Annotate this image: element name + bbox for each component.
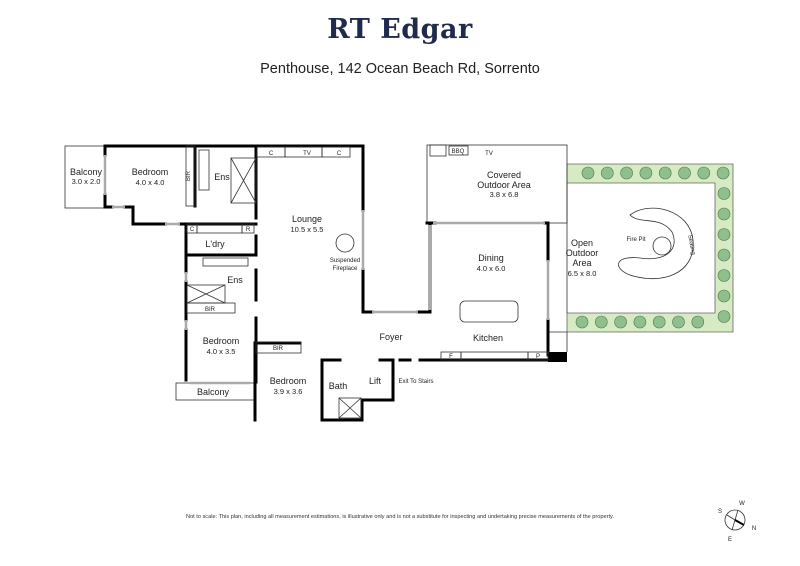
room-label: Foyer bbox=[379, 332, 402, 342]
tree-icon bbox=[581, 166, 595, 180]
svg-text:N: N bbox=[752, 526, 756, 532]
tree-icon bbox=[691, 315, 705, 329]
tree-icon bbox=[658, 166, 672, 180]
room-dims: 3.0 x 2.0 bbox=[72, 177, 101, 186]
tv-label: TV bbox=[303, 151, 311, 157]
compass-icon: W S N E bbox=[718, 501, 756, 543]
tree-icon bbox=[594, 315, 608, 329]
room-label: Area bbox=[572, 258, 591, 268]
cupboard-label: C bbox=[269, 151, 274, 157]
tree-icon bbox=[639, 166, 653, 180]
room-label: Ens bbox=[214, 172, 230, 182]
tree-icon bbox=[716, 166, 730, 180]
room-dims: 3.8 x 6.8 bbox=[490, 190, 519, 199]
room-dims: 10.5 x 5.5 bbox=[291, 225, 324, 234]
tree-icon bbox=[717, 207, 731, 221]
tree-icon bbox=[633, 315, 647, 329]
kitchen-island bbox=[459, 300, 519, 323]
windows bbox=[103, 155, 550, 385]
seating-label: Seating bbox=[686, 234, 695, 255]
garden-planter bbox=[566, 163, 734, 333]
tree-icon bbox=[652, 315, 666, 329]
room-label: Outdoor Area bbox=[477, 180, 531, 190]
tree-icon bbox=[672, 315, 685, 329]
room-dims: 3.9 x 3.6 bbox=[274, 387, 303, 396]
bir-label: BIR bbox=[273, 346, 284, 352]
room-label: Bedroom bbox=[132, 167, 169, 177]
room-label: Lift bbox=[369, 376, 382, 386]
fridge-label: F bbox=[449, 354, 453, 360]
tree-icon bbox=[620, 166, 633, 180]
fireplace-icon bbox=[335, 233, 355, 253]
fireplace-label: Fireplace bbox=[333, 266, 358, 272]
tree-icon bbox=[717, 310, 731, 323]
bir-label: BIR bbox=[205, 307, 216, 313]
room-label: Lounge bbox=[292, 214, 322, 224]
fire-pit-label: Fire Pit bbox=[626, 237, 645, 243]
fire-pit-icon bbox=[652, 236, 672, 256]
room-label: Bath bbox=[329, 381, 348, 391]
room-label: Dining bbox=[478, 253, 504, 263]
room-label: Balcony bbox=[70, 167, 103, 177]
tv-label: TV bbox=[485, 151, 493, 157]
seating-icon bbox=[618, 207, 694, 280]
room-dims: 4.0 x 6.0 bbox=[477, 264, 506, 273]
disclaimer: Not to scale: This plan, including all m… bbox=[186, 514, 614, 520]
room-label: Covered bbox=[487, 170, 521, 180]
tree-icon bbox=[600, 166, 614, 180]
tree-icon bbox=[678, 166, 691, 180]
cupboard-label: C bbox=[337, 151, 342, 157]
fireplace-label: Suspended bbox=[330, 258, 360, 264]
room-label: Open bbox=[571, 238, 593, 248]
cupboard-label: C bbox=[190, 227, 195, 233]
room-label: Bedroom bbox=[203, 336, 240, 346]
room-dims: 4.0 x 3.5 bbox=[207, 347, 236, 356]
room-label: Ens bbox=[227, 275, 243, 285]
property-address: Penthouse, 142 Ocean Beach Rd, Sorrento bbox=[260, 61, 540, 77]
tree-icon bbox=[575, 315, 589, 329]
svg-text:W: W bbox=[739, 501, 745, 507]
room-label: Balcony bbox=[197, 387, 230, 397]
bir-label: BIR bbox=[186, 170, 192, 181]
tree-icon bbox=[717, 228, 731, 241]
tree-icon bbox=[717, 248, 731, 262]
r-label: R bbox=[246, 227, 251, 233]
room-label: L'dry bbox=[205, 239, 225, 249]
svg-text:E: E bbox=[728, 537, 732, 543]
tree-icon bbox=[697, 166, 711, 180]
room-label: Outdoor bbox=[566, 248, 599, 258]
tree-icon bbox=[614, 315, 627, 329]
room-dims: 4.0 x 4.0 bbox=[136, 178, 165, 187]
tree-icon bbox=[717, 289, 731, 303]
tree-icon bbox=[717, 187, 731, 200]
brand-logo: RT Edgar bbox=[327, 14, 473, 45]
tree-icon bbox=[717, 269, 731, 282]
exit-label: Exit To Stairs bbox=[399, 379, 434, 385]
fixtures bbox=[185, 144, 694, 419]
svg-text:S: S bbox=[718, 509, 722, 515]
pantry-label: P bbox=[536, 354, 540, 360]
room-dims: 6.5 x 8.0 bbox=[568, 269, 597, 278]
bbq-label: BBQ bbox=[452, 149, 465, 155]
room-label: Bedroom bbox=[270, 376, 307, 386]
room-label: Kitchen bbox=[473, 333, 503, 343]
